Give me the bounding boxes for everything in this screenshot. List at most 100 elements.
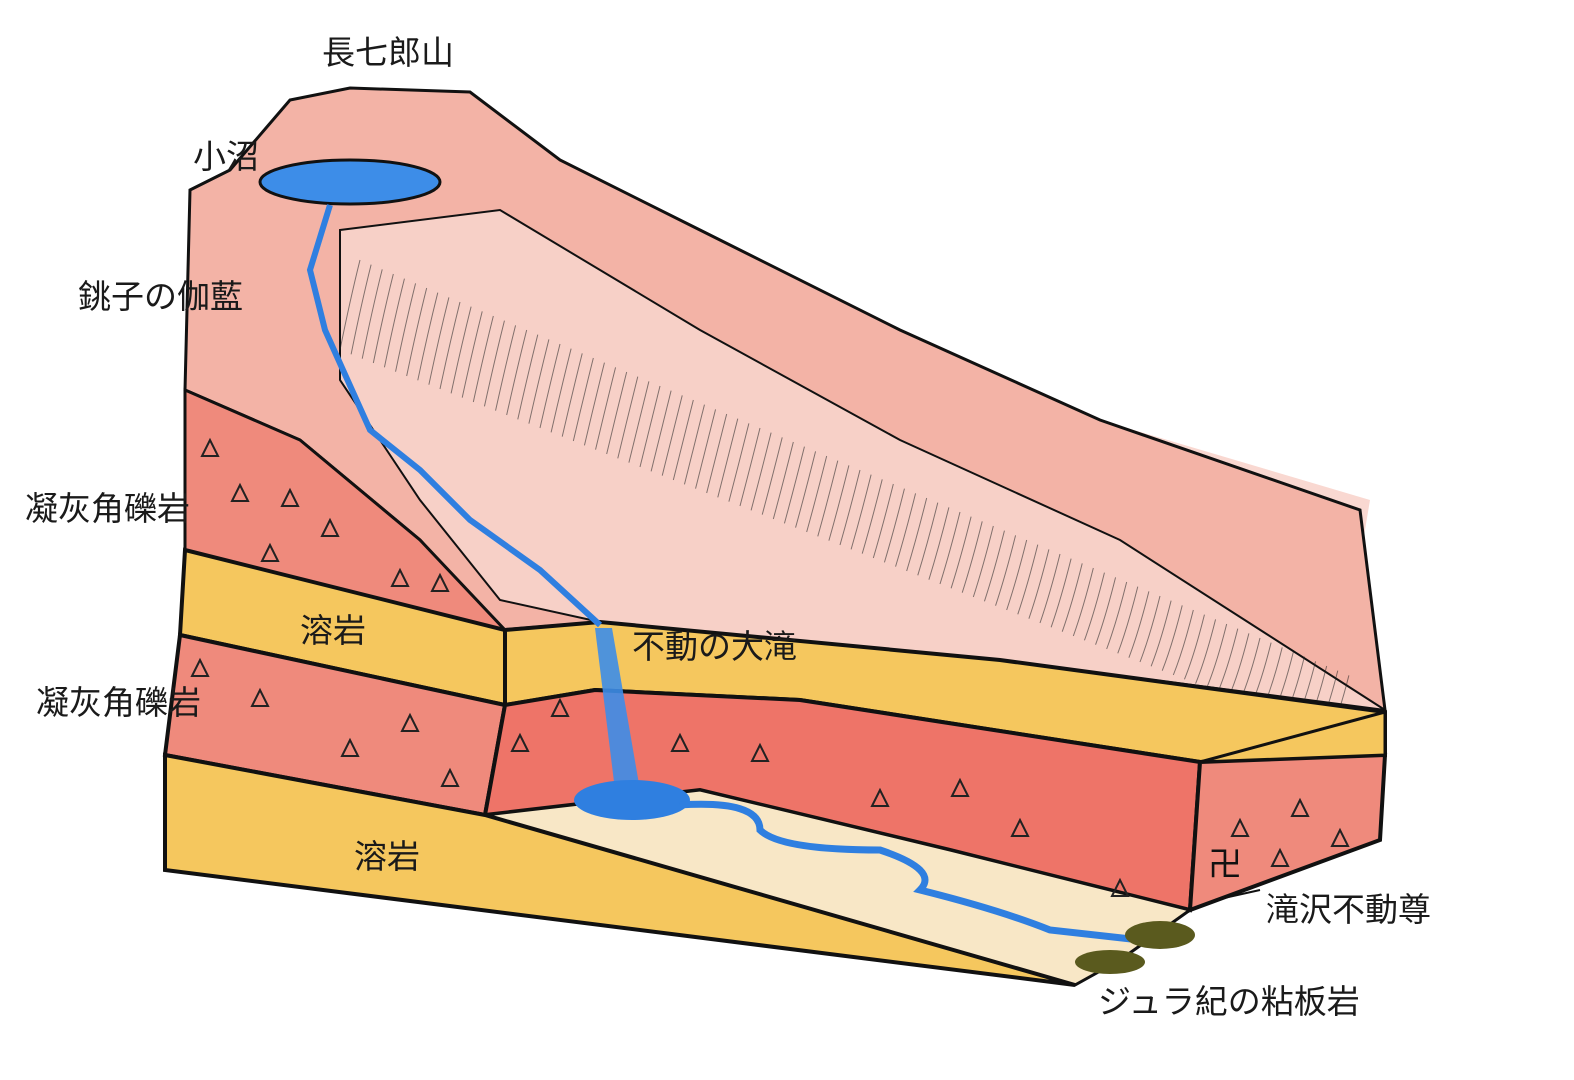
slope-hatch-line — [795, 451, 817, 528]
slope-hatch-line — [1006, 539, 1028, 611]
river — [679, 800, 1141, 944]
waterfall-fudo-otaki — [595, 628, 640, 790]
tuff-breccia-symbol — [1290, 797, 1310, 817]
label-basement: ジュラ紀の粘板岩 — [1098, 982, 1360, 1021]
slope-hatch-line — [1139, 595, 1161, 663]
stream — [306, 204, 603, 628]
slope-hatch-line — [728, 423, 750, 502]
shrine-symbol: 卍 — [1208, 845, 1242, 885]
slope-hatch-line — [539, 343, 561, 429]
label-cirque: 銚子の伽藍 — [78, 277, 243, 316]
slope-hatch-line — [450, 306, 472, 394]
moss-patch — [1125, 921, 1195, 949]
label-tuff-breccia-lower: 凝灰角礫岩 — [36, 683, 201, 722]
slope-hatch-line — [617, 376, 639, 459]
tuff-breccia-symbol — [1270, 847, 1290, 867]
slope-hatch-line — [550, 348, 572, 433]
tuff-breccia-symbol — [400, 712, 420, 732]
tuff-breccia-symbol — [200, 437, 220, 457]
tuff-breccia-symbol — [550, 697, 570, 717]
slope-hatch-line — [661, 395, 683, 476]
tuff-breccia-symbol — [510, 732, 530, 752]
slope-hatch-line — [695, 409, 717, 489]
slope-hatch-line — [839, 469, 861, 546]
slope-hatch-line — [606, 371, 628, 455]
tuff-breccia-symbol — [250, 687, 270, 707]
slope-hatch-line — [672, 399, 694, 481]
right-face-lava — [1199, 710, 1387, 764]
slope-hatch-line — [583, 362, 605, 446]
slope-hatch-line — [1017, 544, 1039, 615]
slope-hatch-line — [528, 339, 550, 424]
tuff-breccia-symbol — [390, 567, 410, 587]
slope-hatch-line — [628, 381, 650, 463]
slope-hatch-line — [495, 325, 517, 411]
slope-hatch-line — [506, 329, 528, 416]
slope-hatch-line — [1028, 549, 1050, 619]
tuff-breccia-symbol — [280, 487, 300, 507]
slope-hatch-line — [783, 446, 805, 524]
slope-hatch-line — [961, 521, 983, 593]
moss-patch — [1075, 950, 1145, 974]
tuff-breccia-symbol — [750, 742, 770, 762]
label-lava-lower: 溶岩 — [354, 837, 420, 876]
slope-hatch-line — [1050, 558, 1072, 628]
slope-hatch-line — [472, 315, 494, 403]
slope-hatch-line — [406, 287, 428, 377]
slope-hatch-line — [1095, 577, 1117, 645]
tuff-breccia-symbol — [230, 482, 250, 502]
tuff-breccia-symbol — [320, 517, 340, 537]
slope-hatch-line — [461, 311, 483, 398]
layer-lava-lower — [163, 752, 1076, 987]
slope-hatch-line — [439, 301, 461, 390]
slope-hatch-line — [717, 418, 739, 498]
label-waterfall: 不動の大滝 — [632, 627, 797, 666]
slope-hatch-line — [706, 413, 728, 494]
slope-hatch-line — [417, 292, 439, 381]
slope-hatch-line — [517, 334, 539, 420]
slope-hatch-line — [595, 367, 617, 450]
tuff-breccia-symbol — [340, 737, 360, 757]
slope-hatch-line — [1117, 586, 1139, 654]
right-face — [1187, 752, 1388, 913]
slope-hatch-line — [1150, 600, 1172, 667]
slope-hatch-line — [972, 525, 994, 598]
slope-hatch-line — [483, 320, 505, 407]
slope-hatch-line — [739, 427, 761, 507]
plunge-pool — [574, 780, 690, 820]
slope-hatch-line — [895, 493, 917, 567]
tuff-breccia-symbol — [670, 732, 690, 752]
slope-hatch-line — [906, 497, 928, 572]
tuff-breccia-symbol — [870, 787, 890, 807]
slope-hatch-line — [828, 465, 850, 541]
label-lake: 小沼 — [193, 137, 259, 176]
slope-hatch-line — [372, 273, 394, 364]
slope-hatch-line — [395, 283, 417, 372]
slope-hatch-line — [939, 511, 961, 585]
slope-hatch-line — [383, 278, 405, 368]
lake-konuma — [258, 158, 442, 206]
slope-hatch-line — [883, 488, 905, 563]
shrine-leader-line — [1214, 889, 1261, 901]
slope-hatch-line — [917, 502, 939, 576]
tuff-breccia-symbol — [1230, 817, 1250, 837]
tuff-breccia-symbol — [190, 657, 210, 677]
slope-hatch-line — [428, 297, 450, 385]
tuff-breccia-symbol — [1010, 817, 1030, 837]
slope-hatch-line — [950, 516, 972, 589]
slope-hatch-line — [650, 390, 672, 472]
slope-hatch-line — [361, 269, 383, 359]
slope-hatch-line — [572, 357, 594, 442]
slope-hatch-line — [561, 353, 583, 437]
slope-hatch-line — [1195, 619, 1217, 684]
slope-hatch-line — [761, 437, 783, 515]
tuff-breccia-symbol — [260, 542, 280, 562]
slope-hatch-line — [872, 483, 894, 559]
label-lava-upper: 溶岩 — [300, 611, 366, 650]
slope-hatch-line — [1183, 614, 1205, 680]
slope-hatch-line — [1106, 581, 1128, 650]
slope-hatch-line — [861, 479, 883, 554]
slope-hatch-line — [850, 474, 872, 550]
